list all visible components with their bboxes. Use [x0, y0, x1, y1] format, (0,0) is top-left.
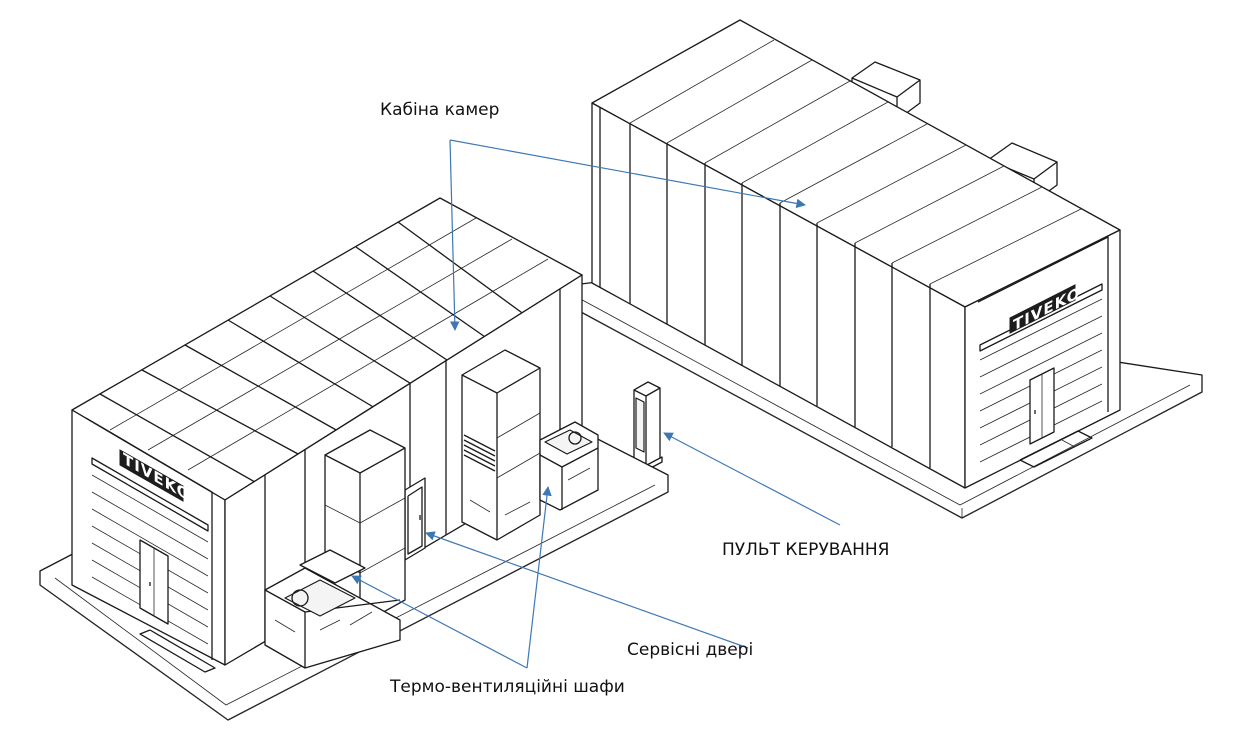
- callout-line-cabin-left: [449, 139, 460, 331]
- label-service-door: Сервісні двері: [627, 640, 753, 660]
- label-control-panel: ПУЛЬТ КЕРУВАННЯ: [722, 540, 889, 560]
- callout-control-panel: ПУЛЬТ КЕРУВАННЯ: [663, 432, 889, 560]
- booth-left-logo-panel: [91, 457, 209, 532]
- label-thermo-cabinets: Термо-вентиляційні шафи: [389, 677, 625, 697]
- callout-cabin: Кабіна камер: [380, 100, 806, 331]
- label-cabin: Кабіна камер: [380, 100, 499, 120]
- callout-line-cabin-right: [449, 139, 806, 209]
- callout-thermo-cabinets: Термо-вентиляційні шафи: [351, 486, 625, 697]
- thermo-cabinet-2: [461, 349, 599, 541]
- callout-line-service-door: [425, 531, 749, 649]
- booth-right: TIVEKO: [567, 19, 1203, 519]
- thermo-cabinet-1: [264, 429, 406, 669]
- callout-service-door: Сервісні двері: [425, 531, 753, 660]
- control-panel: [630, 381, 663, 472]
- callout-line-control-panel: [663, 432, 841, 526]
- booth-left: TIVEKO: [39, 197, 669, 721]
- callout-line-thermo-left: [351, 575, 528, 669]
- callout-line-thermo-right: [526, 486, 552, 669]
- service-door: [404, 477, 426, 561]
